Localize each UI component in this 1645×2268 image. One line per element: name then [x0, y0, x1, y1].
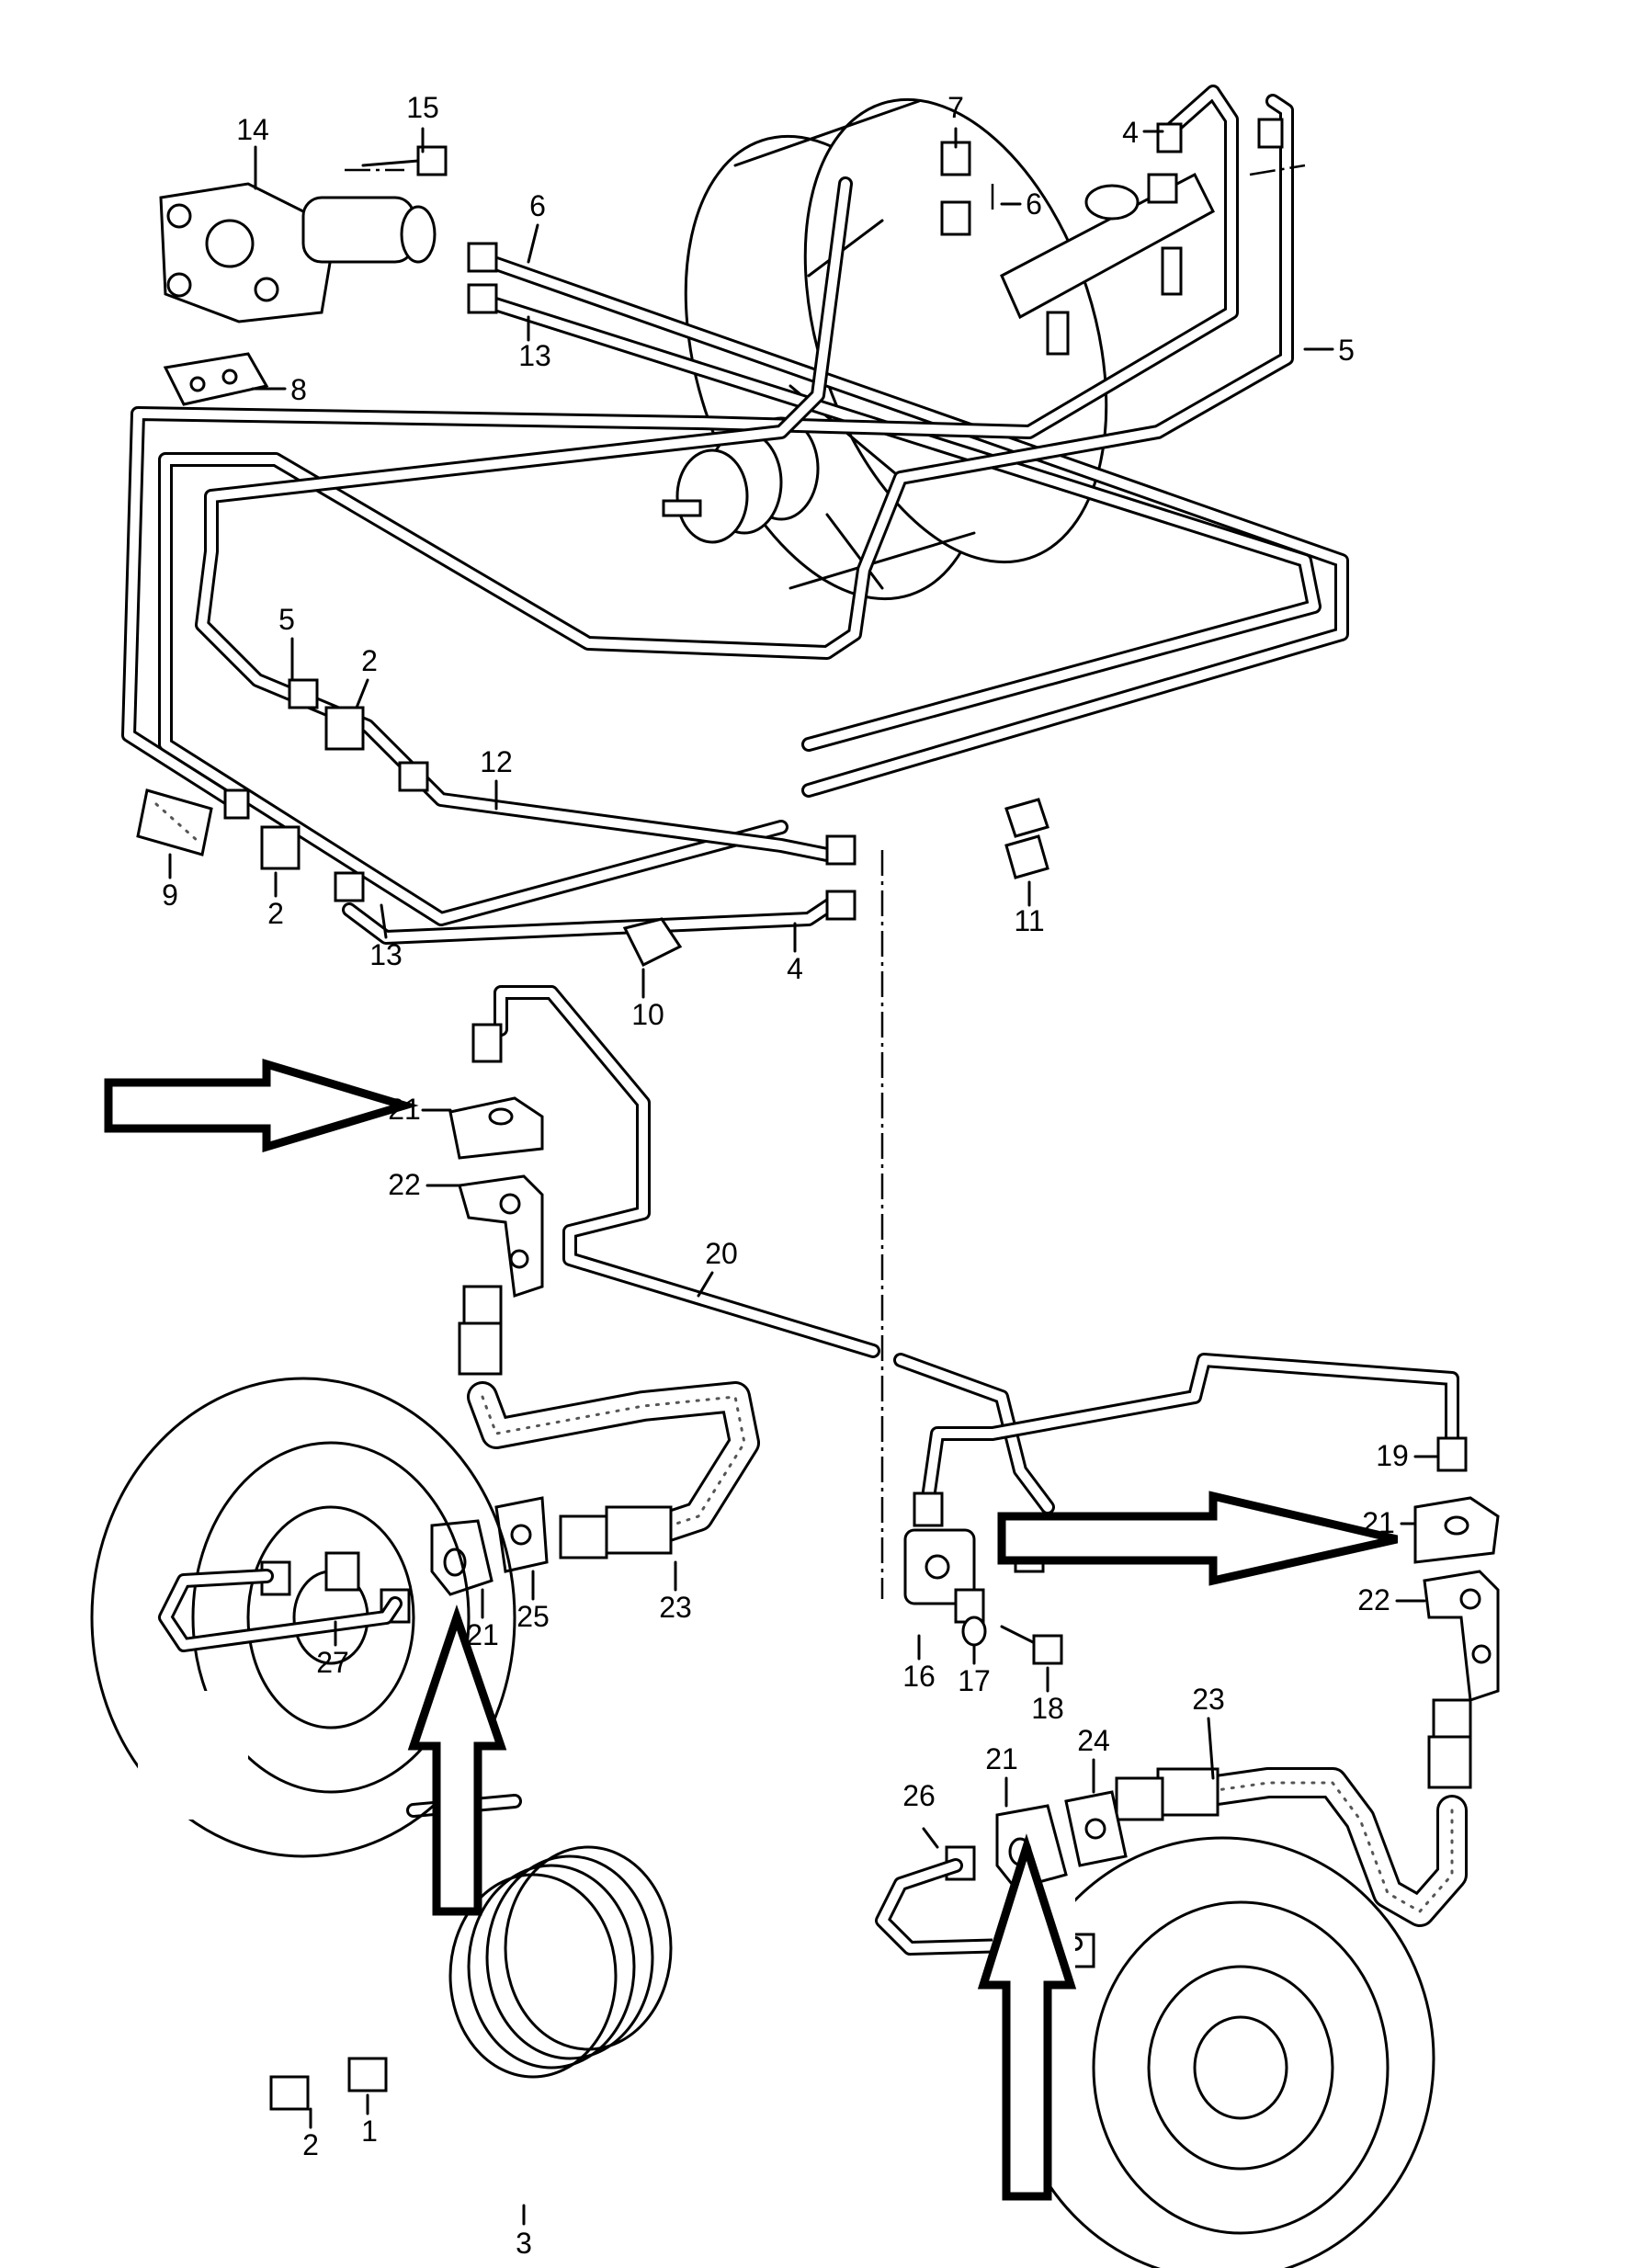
bracket-22-right — [1423, 1570, 1500, 1703]
brake-drum-right — [993, 1836, 1435, 2268]
callout-10: 10 — [631, 998, 664, 1031]
callout-6-right: 6 — [1026, 187, 1042, 221]
callout-16: 16 — [902, 1660, 936, 1693]
regulator-gasket — [163, 352, 269, 406]
callout-1: 1 — [361, 2115, 378, 2148]
brake-line-outer — [158, 94, 1294, 926]
union-12 — [398, 761, 429, 792]
callout-13-upper: 13 — [518, 339, 551, 372]
callout-18: 18 — [1031, 1692, 1064, 1725]
brake-line-19 — [921, 1353, 1459, 1505]
callout-2-upper: 2 — [361, 644, 378, 677]
highlight-arrow-left-up — [407, 1604, 507, 1916]
callout-4-top: 4 — [1122, 116, 1139, 149]
brake-hose-23-left — [458, 1285, 760, 1559]
highlight-arrow-right-up — [977, 1833, 1077, 2201]
brake-line-6 — [471, 250, 1349, 798]
callout-23-left: 23 — [659, 1591, 692, 1624]
callout-19: 19 — [1376, 1439, 1409, 1472]
union-2-upper — [324, 706, 365, 751]
callout-2-loose: 2 — [302, 2128, 319, 2161]
protective-sleeve-9 — [136, 788, 213, 856]
clip-10 — [622, 917, 683, 968]
washer-17 — [961, 1616, 987, 1647]
union-6 — [467, 242, 498, 273]
union-9 — [223, 788, 250, 820]
callout-17: 17 — [958, 1664, 991, 1697]
bracket-22-left — [458, 1174, 544, 1298]
callout-25: 25 — [516, 1600, 550, 1633]
callout-21-left-upper: 21 — [388, 1093, 421, 1126]
brake-line-5 — [121, 85, 1239, 807]
bracket-24-right — [1064, 1790, 1128, 1867]
callout-5-right: 5 — [1338, 334, 1355, 367]
callout-24: 24 — [1077, 1724, 1110, 1757]
bracket-21-left-upper — [448, 1096, 544, 1160]
callout-21-right-upper: 21 — [1362, 1506, 1395, 1539]
union-1-loose — [347, 2057, 388, 2092]
highlight-arrow-right — [997, 1491, 1399, 1586]
union-4 — [825, 890, 857, 921]
union-2-loose — [269, 2075, 310, 2111]
brake-lines — [121, 85, 1459, 2079]
union-2-mid — [260, 825, 301, 870]
union-19 — [1436, 1436, 1468, 1472]
callout-21-left-lower: 21 — [466, 1618, 499, 1651]
callout-20: 20 — [705, 1237, 738, 1270]
tee-piece-16 — [903, 1528, 985, 1624]
callout-7: 7 — [947, 91, 964, 124]
leader-lines — [168, 127, 1440, 2226]
callout-21-right-lower: 21 — [985, 1742, 1018, 1775]
callout-22-right: 22 — [1357, 1583, 1390, 1616]
callout-23-right: 23 — [1192, 1683, 1225, 1716]
brake-pressure-regulator — [159, 182, 437, 323]
brake-drum-left — [90, 1377, 516, 1858]
callout-13-lower: 13 — [369, 938, 403, 971]
union-5 — [288, 678, 319, 709]
union-13 — [467, 283, 498, 314]
highlight-arrow-left-upper — [104, 1058, 419, 1153]
master-cylinder — [1000, 172, 1215, 356]
callout-9: 9 — [162, 879, 178, 912]
alignment-lines — [345, 164, 1306, 1599]
union-16-top — [913, 1491, 944, 1527]
clip-11 — [1004, 798, 1049, 879]
union-4-mc — [1156, 122, 1183, 153]
callout-15: 15 — [406, 91, 439, 124]
brake-pipe-27 — [158, 1551, 403, 1652]
bracket-25-left — [494, 1496, 549, 1573]
callout-22-left: 22 — [388, 1168, 421, 1201]
callout-6-left: 6 — [529, 189, 546, 222]
union-6-mc — [940, 200, 971, 236]
callout-27: 27 — [316, 1646, 349, 1679]
callout-26: 26 — [902, 1779, 936, 1812]
brake-pipe-26 — [875, 1858, 1083, 1956]
brake-booster — [684, 97, 1108, 601]
callout-14: 14 — [236, 113, 269, 146]
brake-hose-23-right — [1115, 1698, 1472, 1927]
brake-line-13-lower — [342, 893, 844, 945]
booster-pushrod-boot — [662, 416, 820, 544]
callout-8: 8 — [290, 373, 307, 406]
callout-3: 3 — [516, 2227, 532, 2260]
bracket-21-right-upper — [1413, 1496, 1500, 1564]
callout-12: 12 — [480, 745, 513, 778]
callout-11: 11 — [1014, 904, 1044, 937]
union-4-tee — [825, 834, 857, 866]
callout-5-left: 5 — [278, 603, 295, 636]
bolt-18 — [1000, 1625, 1063, 1665]
union-5-mc — [1257, 118, 1284, 149]
callout-labels: 14 15 6 13 8 7 6 4 5 5 2 12 9 2 13 10 11… — [162, 91, 1409, 2260]
callout-4-mid: 4 — [787, 952, 803, 985]
brake-line-12 — [195, 176, 853, 862]
union-13-lower — [334, 871, 365, 902]
union-20-top — [471, 1023, 503, 1063]
callout-2-mid: 2 — [267, 897, 284, 930]
